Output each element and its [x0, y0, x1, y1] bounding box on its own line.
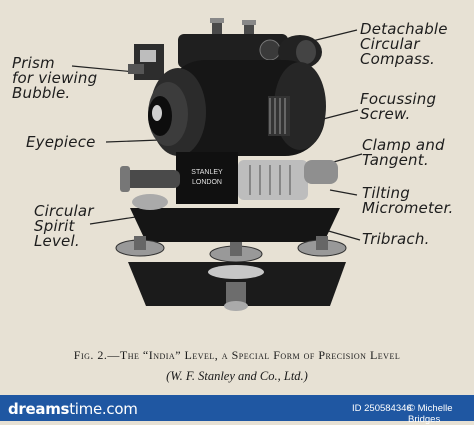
leader-tilting: [329, 189, 358, 196]
label-compass: Detachable Circular Compass.: [360, 20, 448, 68]
label-tilting: Tilting Micrometer.: [362, 184, 454, 217]
spirit-level-vial: [132, 194, 168, 210]
label-spirit: Circular Spirit Level.: [34, 202, 94, 250]
foot-screws: [115, 236, 347, 263]
clamp-knob: [304, 160, 338, 184]
focus-knob: [268, 96, 290, 136]
leader-eyepiece: [105, 139, 161, 143]
stock-footer-bar: dreamstime.com ID 250584346 © Michelle B…: [0, 395, 474, 425]
engraving-stanley: STANLEY: [191, 169, 223, 176]
level-instrument: [115, 18, 347, 311]
side-tube: [124, 170, 180, 188]
stock-logo: dreamstime.com: [8, 400, 138, 418]
label-tribrach: Tribrach.: [362, 230, 430, 248]
label-focus: Focussing Screw.: [360, 90, 437, 123]
top-screw-right: [244, 22, 254, 38]
figure-caption: Fig. 2.—The “India” Level, a Special For…: [73, 348, 401, 362]
image-id: ID 250584346: [352, 403, 412, 414]
tribrach-plate: [130, 208, 340, 242]
image-author: © Michelle Bridges: [408, 403, 453, 425]
label-eyepiece: Eyepiece: [26, 133, 96, 151]
compass-housing: [178, 34, 288, 68]
figure-credit: (W. F. Stanley and Co., Ltd.): [166, 369, 308, 383]
leader-spirit: [89, 215, 143, 225]
engraving-london: LONDON: [192, 179, 222, 186]
label-clamp: Clamp and Tangent.: [362, 136, 445, 169]
leader-clamp: [329, 153, 363, 164]
instrument-illustration: STANLEY LONDON: [71, 18, 363, 311]
center-block: [176, 152, 238, 204]
leader-lines: [71, 29, 363, 241]
leader-prism: [71, 65, 136, 73]
top-screw-left: [212, 20, 222, 38]
label-prism: Prism for viewing Bubble.: [12, 54, 98, 102]
micrometer-drum: [238, 160, 308, 200]
